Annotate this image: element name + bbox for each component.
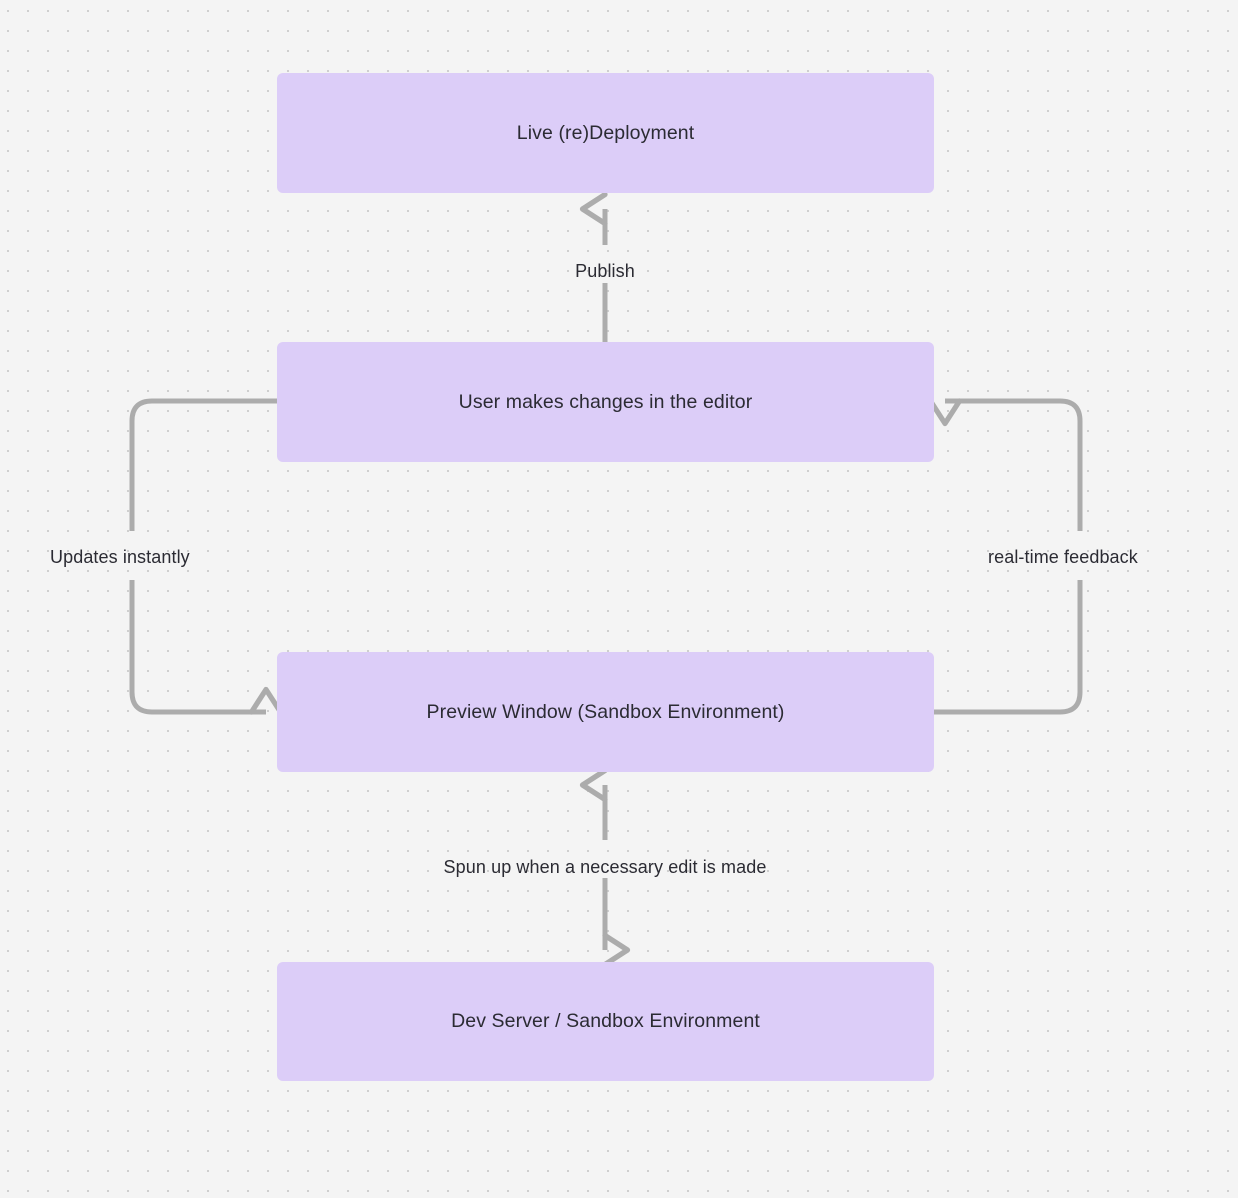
edge-label-real-time-feedback: real-time feedback [988, 547, 1138, 567]
node-user-edits[interactable]: User makes changes in the editor [277, 342, 934, 462]
edge-label-spun-up: Spun up when a necessary edit is made [443, 857, 767, 877]
node-label-dev-server: Dev Server / Sandbox Environment [451, 1010, 760, 1033]
node-label-user-edits: User makes changes in the editor [458, 390, 753, 413]
node-dev-server[interactable]: Dev Server / Sandbox Environment [277, 962, 934, 1081]
edge-label-publish: Publish [575, 261, 635, 281]
node-preview-window[interactable]: Preview Window (Sandbox Environment) [277, 652, 934, 772]
node-label-preview-window: Preview Window (Sandbox Environment) [426, 700, 785, 723]
node-label-live-deployment: Live (re)Deployment [516, 121, 695, 144]
node-live-deployment[interactable]: Live (re)Deployment [277, 73, 934, 193]
edge-label-updates-instantly: Updates instantly [50, 547, 190, 567]
